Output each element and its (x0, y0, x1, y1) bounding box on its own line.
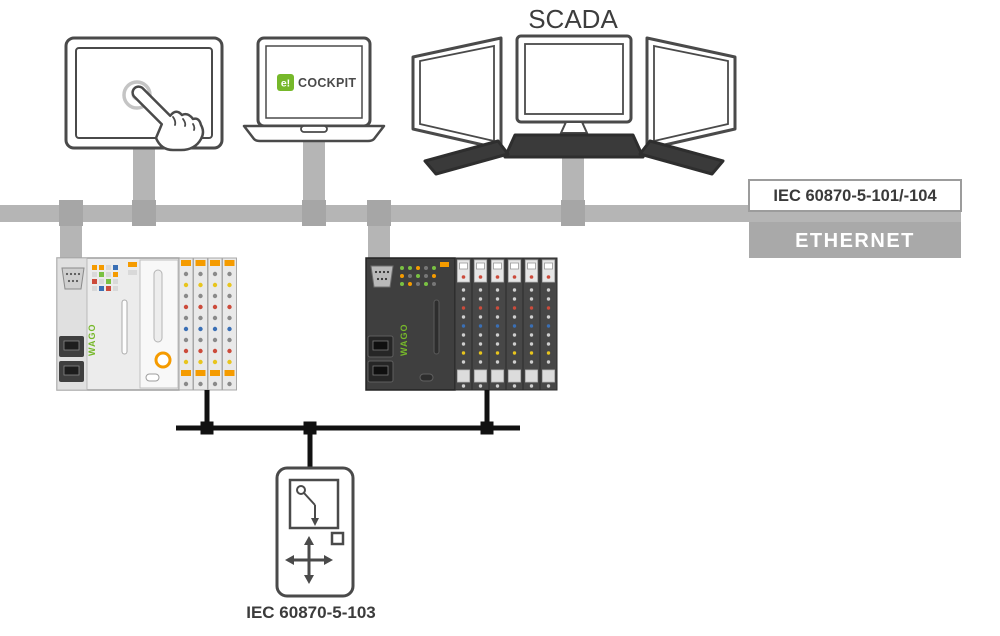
small-square-indicator (330, 531, 345, 546)
scada-monitor-left-screen (419, 44, 495, 143)
status-led-grid (400, 262, 449, 286)
scada-keyboard-right (638, 139, 725, 176)
connector-touch-panel (133, 146, 155, 208)
bus-junctions (59, 200, 585, 226)
connector-scada (562, 150, 584, 208)
serial-bus-junctions (200, 421, 494, 435)
ethernet-connectors (0, 140, 961, 260)
wago-logo-left: WAGO (87, 324, 97, 357)
cockpit-logo-prefix: e! (281, 78, 290, 90)
four-way-arrows-icon (285, 536, 333, 584)
orange-ring-button (154, 351, 172, 369)
protocol-bottom-label: IEC 60870-5-103 (246, 603, 375, 622)
io-strip (193, 257, 208, 391)
scada-monitor-center-screen (524, 43, 624, 115)
io-strip (178, 257, 194, 391)
laptop-screen (265, 45, 363, 119)
io-strip (471, 257, 490, 391)
ethernet-label: ETHERNET (795, 230, 915, 252)
connector-laptop (303, 140, 325, 208)
latch-slot (121, 299, 128, 355)
plc-controller-dark: WAGO (365, 257, 558, 391)
io-strip (222, 257, 237, 391)
scada-keyboard-left (423, 139, 510, 176)
cockpit-laptop: e! COCKPIT (242, 36, 386, 143)
scada-keyboard-center (503, 133, 645, 159)
ethernet-box: ETHERNET (749, 222, 961, 258)
protocol-top-box: IEC 60870-5-101/-104 (748, 179, 962, 212)
oval-button (419, 373, 434, 382)
latch-slot (433, 299, 440, 355)
serial-bus (176, 390, 520, 468)
status-led-grid (92, 262, 137, 291)
io-strip (454, 257, 473, 391)
plc-controller-light: WAGO (56, 257, 237, 391)
io-strip (207, 257, 223, 391)
front-panel-slot (153, 269, 163, 343)
disconnector-symbol-icon (296, 485, 319, 526)
laptop-base-notch (300, 125, 328, 133)
laptop-base (242, 124, 386, 143)
wago-logo-right: WAGO (399, 324, 409, 357)
hand-icon (131, 85, 205, 152)
protection-relay (275, 466, 355, 598)
cockpit-logo-text: COCKPIT (298, 76, 356, 90)
io-strip (505, 257, 524, 391)
db9-connector (61, 267, 85, 290)
oval-button (145, 373, 160, 382)
rj45-ports (367, 335, 394, 383)
protocol-top-label: IEC 60870-5-101/-104 (773, 187, 937, 205)
scada-label: SCADA (528, 4, 618, 34)
scada-monitor-center-stand (559, 121, 589, 134)
cockpit-logo-icon (277, 74, 294, 91)
io-strip (488, 257, 507, 391)
db9-connector (370, 265, 394, 288)
io-strip (539, 257, 558, 391)
scada-workstations (411, 34, 737, 176)
ethernet-bus-bar (0, 205, 961, 222)
rj45-ports (59, 336, 84, 382)
scada-monitor-right-screen (653, 44, 729, 143)
io-strip (522, 257, 541, 391)
touch-panel (64, 36, 224, 152)
